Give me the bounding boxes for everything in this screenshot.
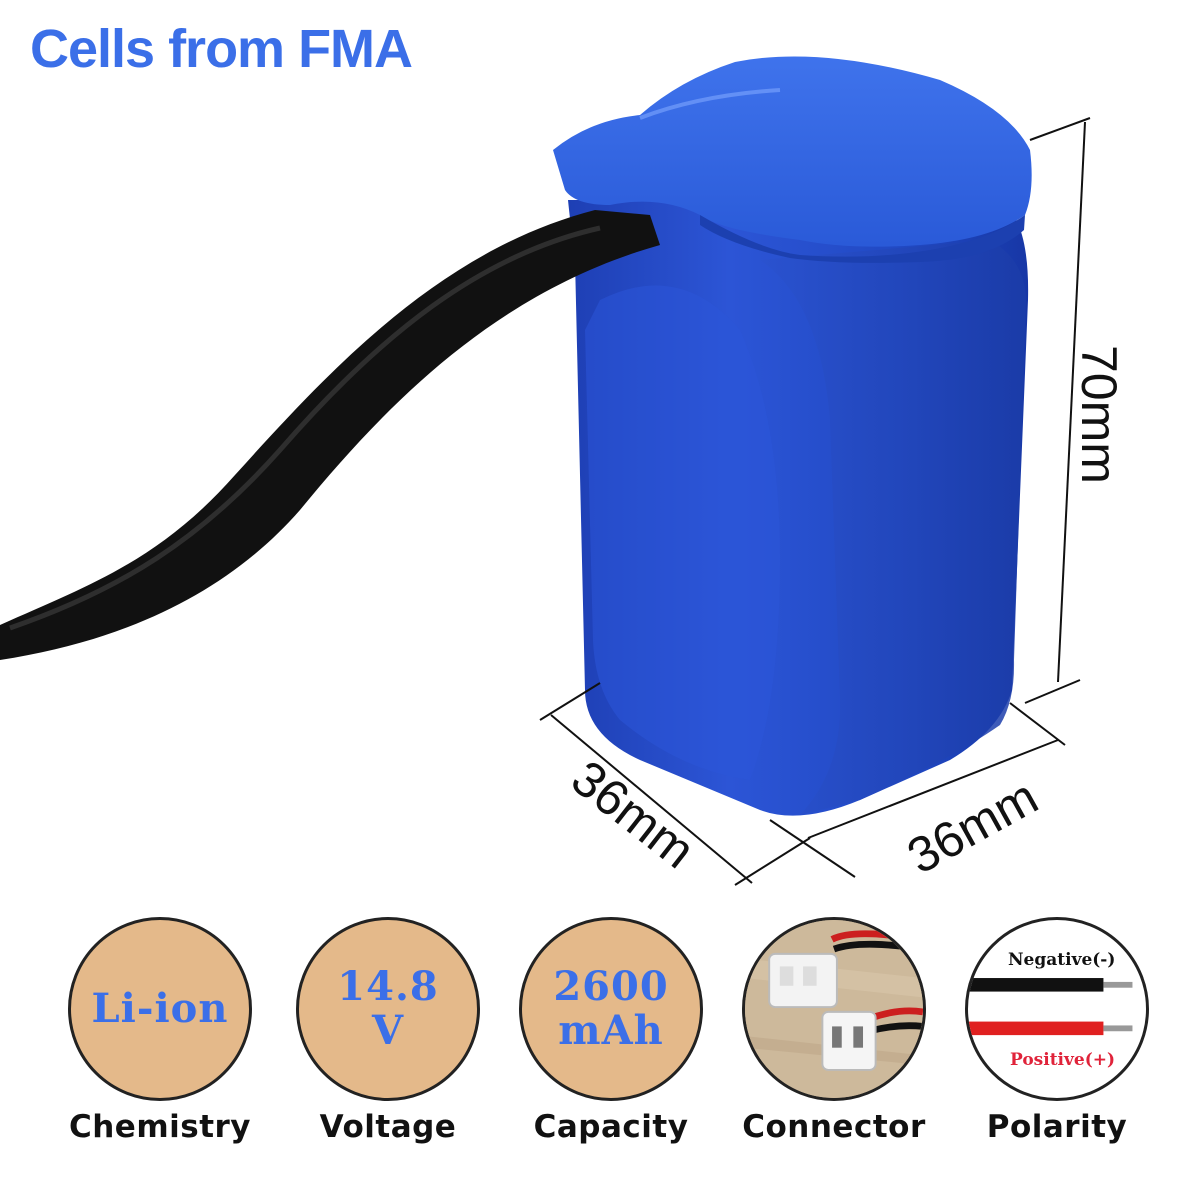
polarity-negative-label: Negative(-) — [1008, 950, 1116, 970]
connector-photo — [745, 920, 923, 1098]
spec-chemistry-value: Li-ion — [91, 985, 229, 1032]
spec-capacity-badge: 2600 mAh — [519, 917, 703, 1101]
spec-chemistry: Li-ion Chemistry — [65, 917, 255, 1145]
spec-connector-caption: Connector — [742, 1109, 926, 1145]
spec-capacity: 2600 mAh Capacity — [516, 917, 706, 1145]
spec-chemistry-badge: Li-ion — [68, 917, 252, 1101]
cable-image — [0, 210, 660, 660]
spec-polarity-caption: Polarity — [986, 1109, 1128, 1145]
spec-capacity-value: 2600 mAh — [553, 963, 669, 1054]
dimension-depth — [539, 682, 811, 886]
polarity-positive-label: Positive(+) — [1010, 1050, 1116, 1070]
spec-voltage-caption: Voltage — [319, 1109, 457, 1145]
spec-voltage-value: 14.8 V — [337, 963, 439, 1054]
battery-pack-image — [553, 56, 1032, 816]
dimension-width-label: 36mm — [898, 768, 1047, 884]
spec-capacity-caption: Capacity — [533, 1109, 689, 1145]
dimension-width — [769, 702, 1066, 878]
page-title: Cells from FMA — [30, 19, 413, 79]
dimension-height — [1024, 117, 1091, 704]
spec-chemistry-caption: Chemistry — [68, 1109, 252, 1145]
dimension-height-label: 70mm — [1071, 345, 1127, 484]
spec-connector-badge — [742, 917, 926, 1101]
spec-connector: Connector — [739, 917, 929, 1145]
spec-polarity-badge: Negative(-) Positive(+) — [965, 917, 1149, 1101]
spec-polarity: Negative(-) Positive(+) Polarity — [962, 917, 1152, 1145]
polarity-wires-image — [968, 978, 1133, 1036]
spec-voltage: 14.8 V Voltage — [293, 917, 483, 1145]
spec-voltage-badge: 14.8 V — [296, 917, 480, 1101]
